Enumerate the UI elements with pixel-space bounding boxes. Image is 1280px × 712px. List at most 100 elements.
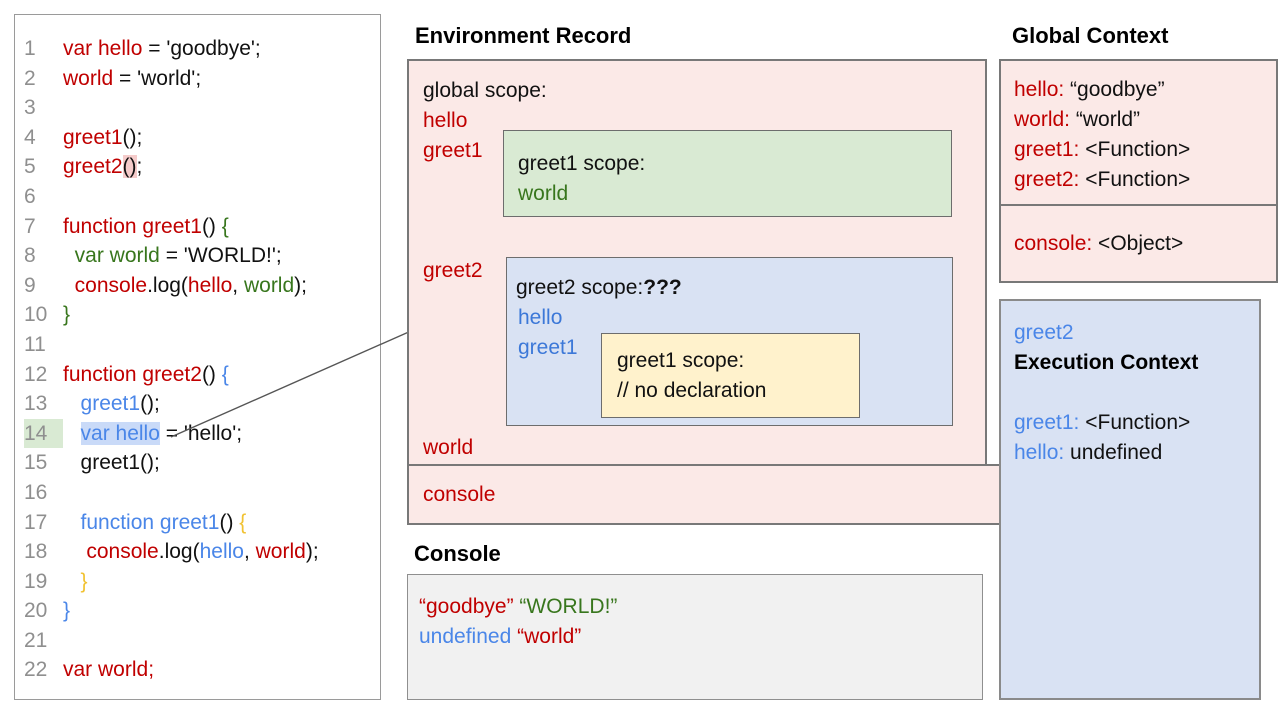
code-text: function greet1() { <box>63 508 247 538</box>
console-output-line: “goodbye” “WORLD!” <box>419 592 982 622</box>
line-number: 17 <box>24 510 48 534</box>
code-token: console <box>86 540 159 564</box>
execution-context-box: greet2 Execution Context greet1: <Functi… <box>999 299 1261 700</box>
global-context-title: Global Context <box>1012 23 1169 48</box>
line-number: 19 <box>24 569 48 593</box>
code-line: 5 greet2(); <box>24 152 380 182</box>
code-line: 10} <box>24 300 380 330</box>
line-number: 15 <box>24 451 48 475</box>
code-token: hello: <box>1014 441 1065 464</box>
code-token: world <box>63 66 114 90</box>
greet2-scope-item-greet1: greet1 <box>518 336 578 359</box>
greet1-scope-item-world: world <box>518 182 569 205</box>
line-number: 21 <box>24 628 48 652</box>
code-line: 4 greet1(); <box>24 123 380 153</box>
code-line: 6 <box>24 182 380 212</box>
code-token: <Function> <box>1079 138 1191 161</box>
code-token: undefined <box>1064 441 1163 464</box>
code-text: console.log(hello, world); <box>63 537 318 567</box>
line-number: 11 <box>24 332 46 356</box>
code-token: } <box>63 303 71 327</box>
line-number: 20 <box>24 599 48 623</box>
code-token: { <box>221 214 229 238</box>
global-context-row: greet1: <Function> <box>1014 135 1276 165</box>
line-number: 9 <box>24 273 36 297</box>
er-global-scope-box: global scope: hello greet1 greet2 world … <box>407 59 987 468</box>
code-token: (); <box>122 125 143 149</box>
code-token: , <box>243 540 256 564</box>
line-number: 14 <box>24 418 63 449</box>
code-text: } <box>63 596 70 626</box>
code-token: (); <box>140 392 160 416</box>
code-token: } <box>80 569 88 593</box>
code-token <box>63 451 81 474</box>
code-token: console <box>74 273 148 297</box>
inner-greet1-scope-comment: // no declaration <box>617 379 767 402</box>
code-text: var world = 'WORLD!'; <box>63 241 282 271</box>
code-text: var world; <box>63 655 154 685</box>
code-text: var hello = 'goodbye'; <box>63 34 261 64</box>
code-token: { <box>239 510 247 534</box>
greet1-scope-label: greet1 scope: <box>518 152 646 175</box>
code-text: var hello = 'hello'; <box>63 419 242 449</box>
er-item-greet2: greet2 <box>423 259 483 282</box>
code-line: 11 <box>24 330 380 360</box>
code-token: .log( <box>158 540 200 564</box>
console-title: Console <box>414 541 501 566</box>
line-number: 5 <box>24 155 36 179</box>
code-token: var hello <box>63 37 143 60</box>
code-token: “goodbye” <box>419 595 514 618</box>
code-token: .log( <box>147 273 188 297</box>
line-number: 22 <box>24 658 48 682</box>
code-token: world: <box>1014 108 1071 131</box>
global-context-box: hello: “goodbye”world: “world”greet1: <F… <box>999 59 1278 220</box>
er-item-console: console <box>423 482 496 506</box>
code-text: greet2(); <box>63 152 142 182</box>
inner-greet1-scope-label: greet1 scope: <box>617 349 745 372</box>
code-token: world <box>255 540 306 564</box>
code-token: } <box>63 599 71 623</box>
code-line: 22 var world; <box>24 655 380 685</box>
global-context-rows: hello: “goodbye”world: “world”greet1: <F… <box>1014 75 1276 195</box>
greet1-scope-box: greet1 scope: world <box>503 130 952 217</box>
code-token: “world” <box>1070 108 1141 131</box>
greet2-scope-label-text: greet2 scope: <box>516 276 644 299</box>
code-token: greet1: <box>1014 138 1080 161</box>
line-number: 12 <box>24 362 48 386</box>
code-token: “goodbye” <box>1064 78 1165 101</box>
code-line: 19 } <box>24 567 380 597</box>
greet2-scope-label: greet2 scope:??? <box>516 276 682 300</box>
environment-record-title: Environment Record <box>415 23 632 48</box>
code-token: function greet2 <box>63 362 202 386</box>
execution-context-rows: greet1: <Function>hello: undefined <box>1014 408 1259 468</box>
code-token: () <box>122 155 137 179</box>
er-item-hello: hello <box>423 109 468 132</box>
code-text: } <box>63 300 70 330</box>
code-token: () <box>201 214 222 238</box>
code-token: greet1 <box>80 392 141 416</box>
code-token <box>63 540 86 563</box>
gc-console-value: <Object> <box>1092 231 1184 255</box>
line-number: 16 <box>24 480 48 504</box>
er-item-greet1: greet1 <box>423 139 483 162</box>
code-token: var world; <box>63 658 155 682</box>
greet2-scope-question: ??? <box>643 276 682 299</box>
code-token: = 'world'; <box>113 66 202 90</box>
code-text: function greet2() { <box>63 360 229 390</box>
code-token: <Function> <box>1079 168 1191 191</box>
code-token: = 'goodbye'; <box>142 37 261 60</box>
code-token <box>63 511 81 534</box>
code-token: = 'hello'; <box>159 421 243 445</box>
console-output-box: “goodbye” “WORLD!”undefined “world” <box>407 574 983 700</box>
code-token: greet1 <box>63 125 123 149</box>
global-scope-label: global scope: <box>423 79 547 102</box>
line-number: 4 <box>24 125 36 149</box>
code-token: , <box>232 273 244 297</box>
code-token: world <box>243 273 295 297</box>
global-context-row: world: “world” <box>1014 105 1276 135</box>
execution-context-fn: greet2 <box>1014 321 1074 344</box>
gc-console-key: console: <box>1014 231 1093 255</box>
code-token: <Function> <box>1079 411 1191 434</box>
global-context-console-box: console: <Object> <box>999 204 1278 283</box>
